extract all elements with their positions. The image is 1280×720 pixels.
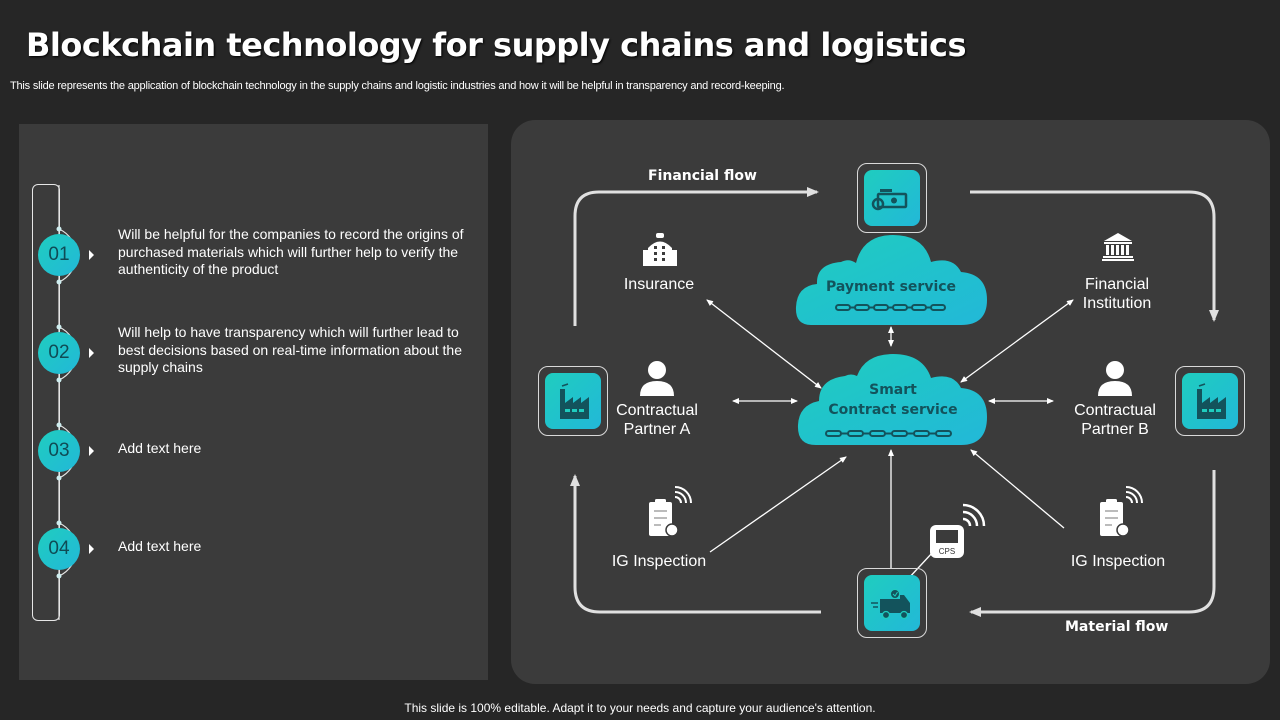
partner-b-user-icon <box>1098 361 1132 396</box>
payment-tile <box>857 163 927 233</box>
financial-institution-label-line2: Institution <box>1082 295 1152 312</box>
page-title: Blockchain technology for supply chains … <box>26 26 967 64</box>
financial-flow-arrows <box>573 187 1219 326</box>
smart-contract-chain-icon <box>825 430 952 437</box>
insurance-building-icon <box>643 233 677 266</box>
payment-service-cloud <box>795 235 987 325</box>
money-icon <box>871 189 908 211</box>
bank-icon <box>1102 233 1134 261</box>
financial-institution-label-line1: Financial <box>1084 276 1150 293</box>
factory-b-tile <box>1175 366 1245 436</box>
smart-contract-label-line2: Contract service <box>828 402 958 418</box>
benefits-panel: 01 Will be helpful for the companies to … <box>19 124 488 680</box>
smart-contract-label-line1: Smart <box>869 382 917 398</box>
step-number-03: 03 <box>38 430 80 472</box>
delivery-tile <box>857 568 927 638</box>
ig-inspection-left-label: IG Inspection <box>611 553 707 570</box>
gps-device-icon <box>930 503 986 558</box>
footer-note: This slide is 100% editable. Adapt it to… <box>404 701 876 715</box>
service-connectors <box>706 299 1074 595</box>
payment-chain-icon <box>835 304 946 311</box>
gps-device-label: CPS <box>938 547 956 556</box>
partner-a-label-line2: Partner A <box>623 421 691 438</box>
step-number-01: 01 <box>38 234 80 276</box>
smart-contract-cloud <box>797 354 987 445</box>
step-text-01: Will be helpful for the companies to rec… <box>118 226 464 277</box>
step-text-02: Will help to have transparency which wil… <box>118 324 462 375</box>
factory-icon <box>1197 383 1226 419</box>
insurance-label: Insurance <box>623 276 695 293</box>
partner-a-label-line1: Contractual <box>616 402 698 419</box>
payment-service-label: Payment service <box>825 279 957 295</box>
partner-a-user-icon <box>640 361 674 396</box>
timeline-connectors <box>56 185 94 620</box>
inspection-left-clipboard-icon <box>649 486 692 537</box>
material-flow-arrows <box>570 470 1216 617</box>
step-text-04: Add text here <box>118 538 202 554</box>
diagram-connectors <box>570 187 1219 617</box>
partner-b-label-line1: Contractual <box>1074 402 1156 419</box>
delivery-truck-icon <box>871 589 910 620</box>
page-subtitle: This slide represents the application of… <box>10 80 785 92</box>
ig-inspection-right-label: IG Inspection <box>1070 553 1166 570</box>
factory-a-tile <box>538 366 608 436</box>
factory-icon <box>560 383 589 419</box>
step-number-04: 04 <box>38 528 80 570</box>
material-flow-label: Material flow <box>1065 619 1169 635</box>
step-text-03: Add text here <box>118 440 202 456</box>
step-number-02: 02 <box>38 332 80 374</box>
partner-b-label-line2: Partner B <box>1081 421 1149 438</box>
inspection-right-clipboard-icon <box>1100 486 1143 537</box>
diagram-panel: Financial flow Material flow Payment ser… <box>511 120 1270 684</box>
financial-flow-label: Financial flow <box>648 168 757 184</box>
